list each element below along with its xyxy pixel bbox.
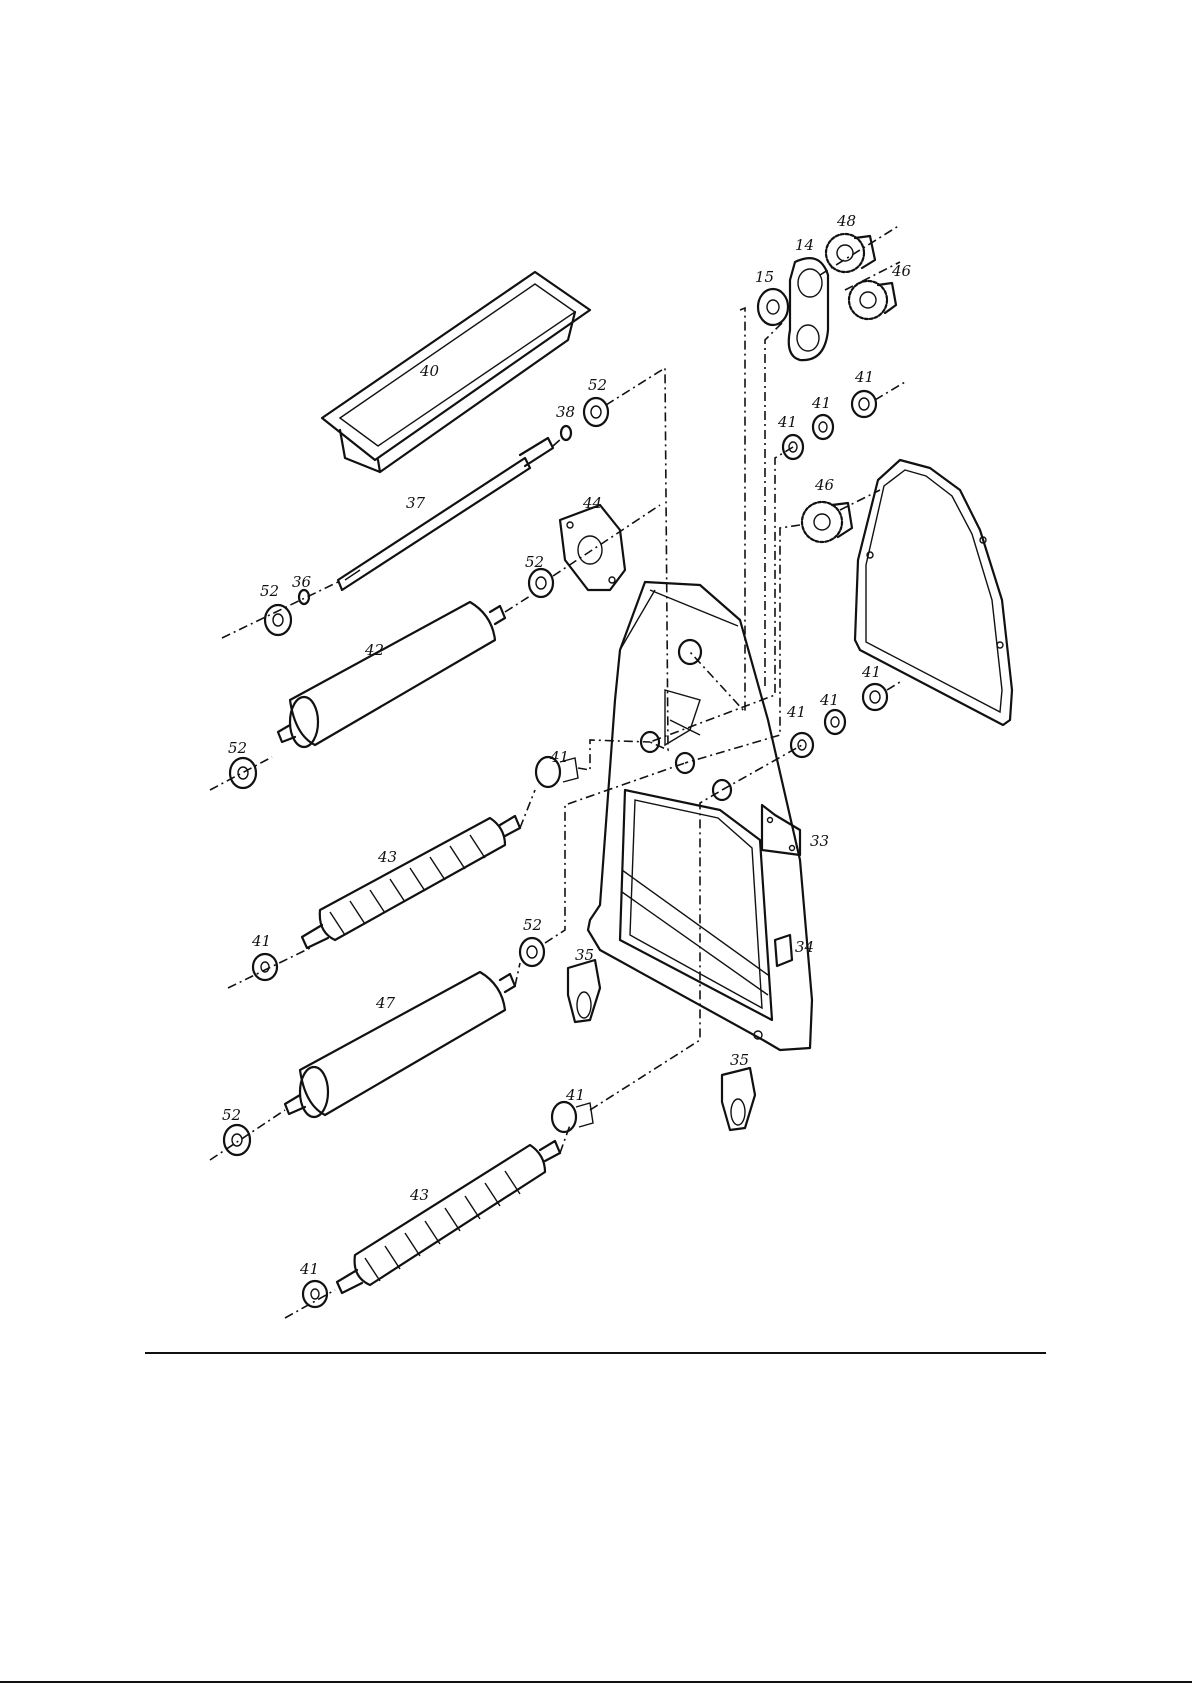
label-52-f: 52	[222, 1106, 241, 1124]
bearing-52-top	[584, 398, 608, 426]
label-41-a: 41	[777, 413, 797, 431]
bearing-52-left-top	[265, 605, 291, 635]
idler-disc	[758, 289, 788, 325]
label-41-j: 41	[299, 1260, 319, 1278]
label-37: 37	[406, 494, 426, 512]
label-41-f: 41	[861, 663, 881, 681]
label-34: 34	[795, 938, 814, 956]
label-41-i: 41	[565, 1086, 585, 1104]
label-44: 44	[582, 494, 602, 512]
small-ring-36	[299, 590, 309, 604]
small-ring-38	[561, 426, 571, 440]
label-52-b: 52	[525, 553, 544, 571]
caster-lower	[722, 1068, 755, 1130]
label-46-lower: 46	[814, 476, 835, 494]
bearing-41-lower-mid	[552, 1102, 593, 1132]
caster-upper	[568, 960, 600, 1022]
sprocket-46-upper	[849, 281, 896, 319]
bearing-52-roller47-left	[224, 1125, 250, 1155]
label-41-g: 41	[549, 748, 569, 766]
label-42: 42	[364, 641, 384, 659]
roller-47	[285, 972, 515, 1117]
label-14: 14	[795, 236, 814, 254]
label-40: 40	[419, 362, 440, 380]
fluted-roller-lower	[337, 1141, 560, 1293]
label-41-h: 41	[251, 932, 271, 950]
label-35-lower: 35	[730, 1051, 749, 1069]
label-52-c: 52	[260, 582, 279, 600]
bearing-52-roller42-left	[230, 758, 256, 788]
bearing-41-upper-left	[253, 954, 277, 980]
label-47: 47	[375, 994, 396, 1012]
fluted-roller-upper	[302, 816, 520, 948]
label-43-upper: 43	[377, 848, 397, 866]
mounting-plate	[560, 505, 625, 590]
label-41-e: 41	[819, 691, 839, 709]
label-33: 33	[810, 832, 829, 850]
bearing-41-lower-left	[303, 1281, 327, 1307]
horizontal-rule	[145, 1352, 1046, 1354]
bracket-34	[775, 935, 792, 966]
roller-42	[278, 602, 505, 747]
bracket-33	[762, 805, 800, 855]
label-52-e: 52	[523, 916, 542, 934]
bearing-52-roller47-right	[520, 938, 544, 966]
sprocket-48	[826, 234, 875, 272]
label-35-upper: 35	[575, 946, 594, 964]
label-36: 36	[292, 573, 312, 591]
label-38: 38	[556, 403, 575, 421]
label-46-upper: 46	[891, 262, 912, 280]
label-41-c: 41	[854, 368, 874, 386]
label-52-top: 52	[588, 376, 607, 394]
label-41-b: 41	[811, 394, 831, 412]
page-bottom-border	[0, 1681, 1192, 1683]
bearing-52-roller42-right	[529, 569, 553, 597]
label-48: 48	[836, 212, 856, 230]
label-15: 15	[755, 268, 774, 286]
label-52-d: 52	[228, 739, 247, 757]
label-41-d: 41	[786, 703, 806, 721]
part-labels: 14 15 48 46 40 52 38 41 41 41 37 44 46 5…	[222, 212, 912, 1278]
label-43-lower: 43	[409, 1186, 429, 1204]
shaft	[338, 438, 553, 590]
